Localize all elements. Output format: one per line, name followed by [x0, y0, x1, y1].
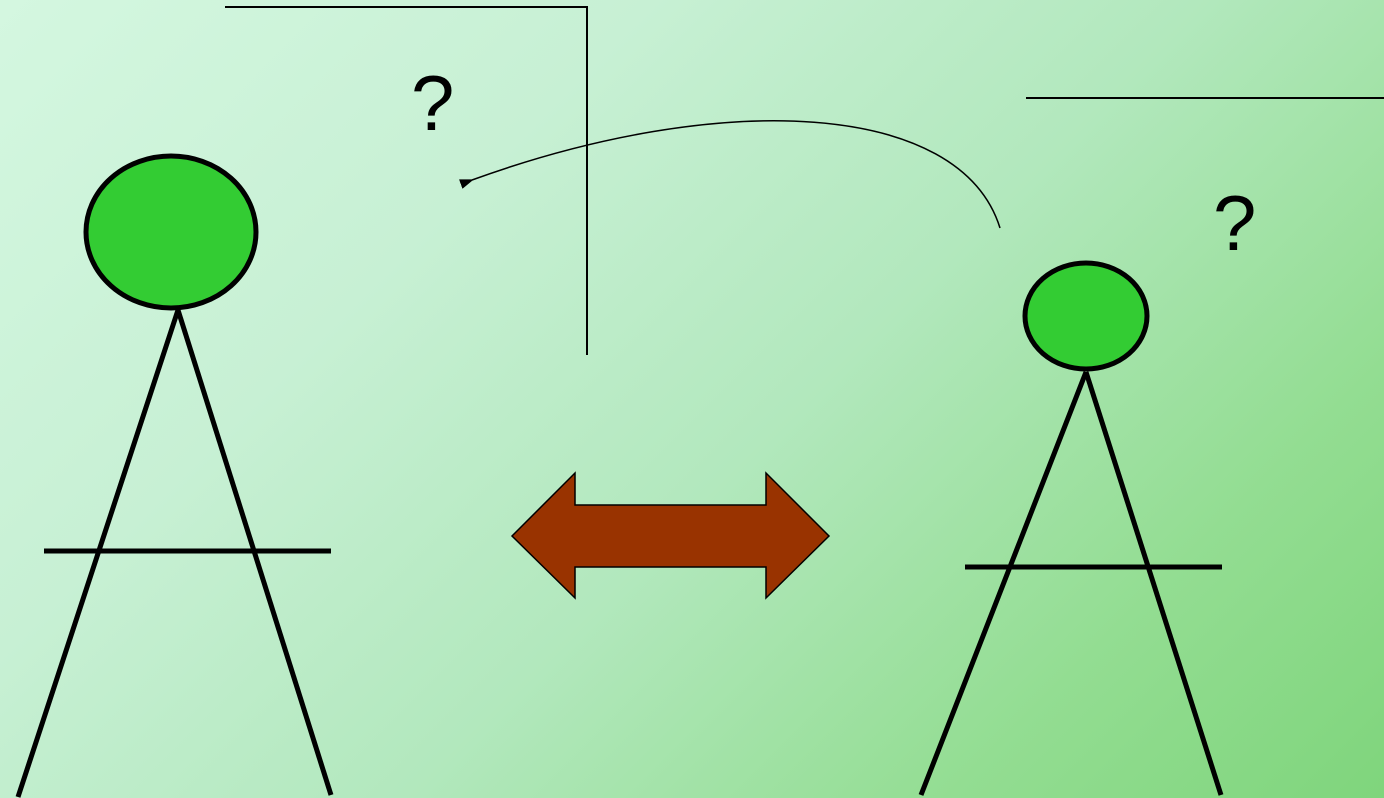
right-person-right-leg [1083, 371, 1224, 796]
left-person-figure [15, 153, 334, 798]
double-headed-arrow [510, 471, 831, 600]
right-person-left-leg [918, 371, 1089, 796]
right-person-figure [918, 260, 1224, 796]
left-partition-lines [225, 6, 588, 355]
left-question-mark: ? [411, 59, 455, 147]
curved-arrow [459, 120, 1001, 229]
left-person-head [83, 153, 259, 311]
right-person-head [1022, 260, 1150, 372]
right-question-mark: ? [1213, 179, 1257, 267]
